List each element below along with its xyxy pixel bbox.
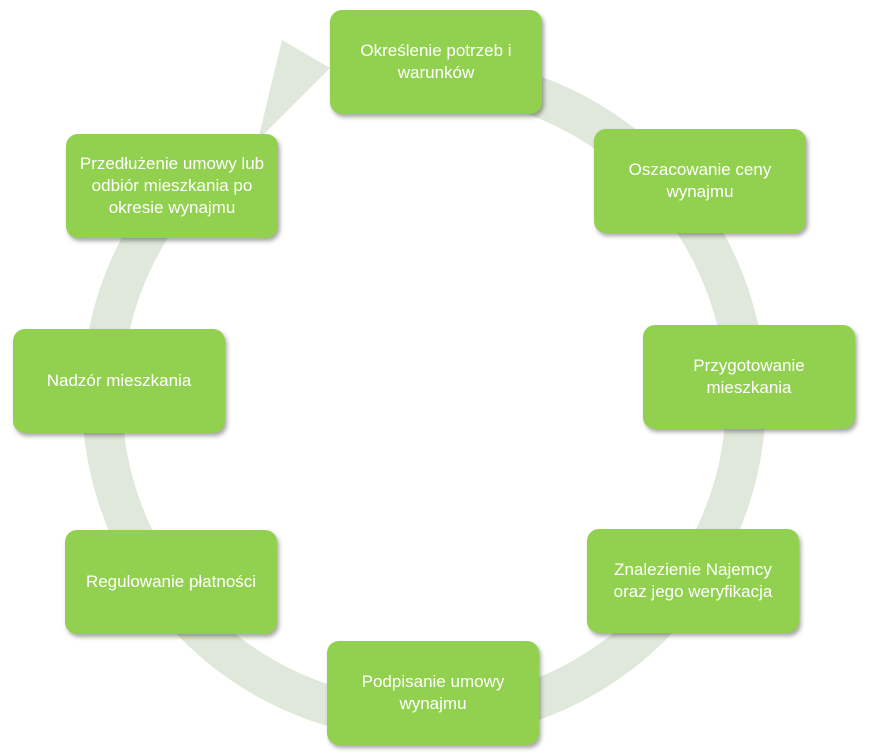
step-1-box: Określenie potrzeb i warunków [330,10,542,114]
step-7-label: Nadzór mieszkania [46,371,192,390]
step-2-label: Oszacowanie ceny wynajmu [628,160,772,201]
step-8-box: Przedłużenie umowy lub odbiór mieszkania… [66,134,278,238]
step-5-box: Podpisanie umowy wynajmu [327,641,539,745]
step-3-box: Przygotowanie mieszkania [643,325,855,429]
step-2-box: Oszacowanie ceny wynajmu [594,129,806,233]
step-5-label: Podpisanie umowy wynajmu [361,672,505,713]
step-3-label: Przygotowanie mieszkania [693,356,805,397]
step-8-label: Przedłużenie umowy lub odbiór mieszkania… [79,154,265,217]
cycle-arrowhead [258,40,330,140]
step-4-box: Znalezienie Najemcy oraz jego weryfikacj… [587,529,799,633]
step-1-label: Określenie potrzeb i warunków [360,41,512,82]
step-6-label: Regulowanie płatności [85,572,257,591]
step-4-label: Znalezienie Najemcy oraz jego weryfikacj… [613,560,773,601]
step-7-box: Nadzór mieszkania [13,329,225,433]
step-6-box: Regulowanie płatności [65,530,277,634]
